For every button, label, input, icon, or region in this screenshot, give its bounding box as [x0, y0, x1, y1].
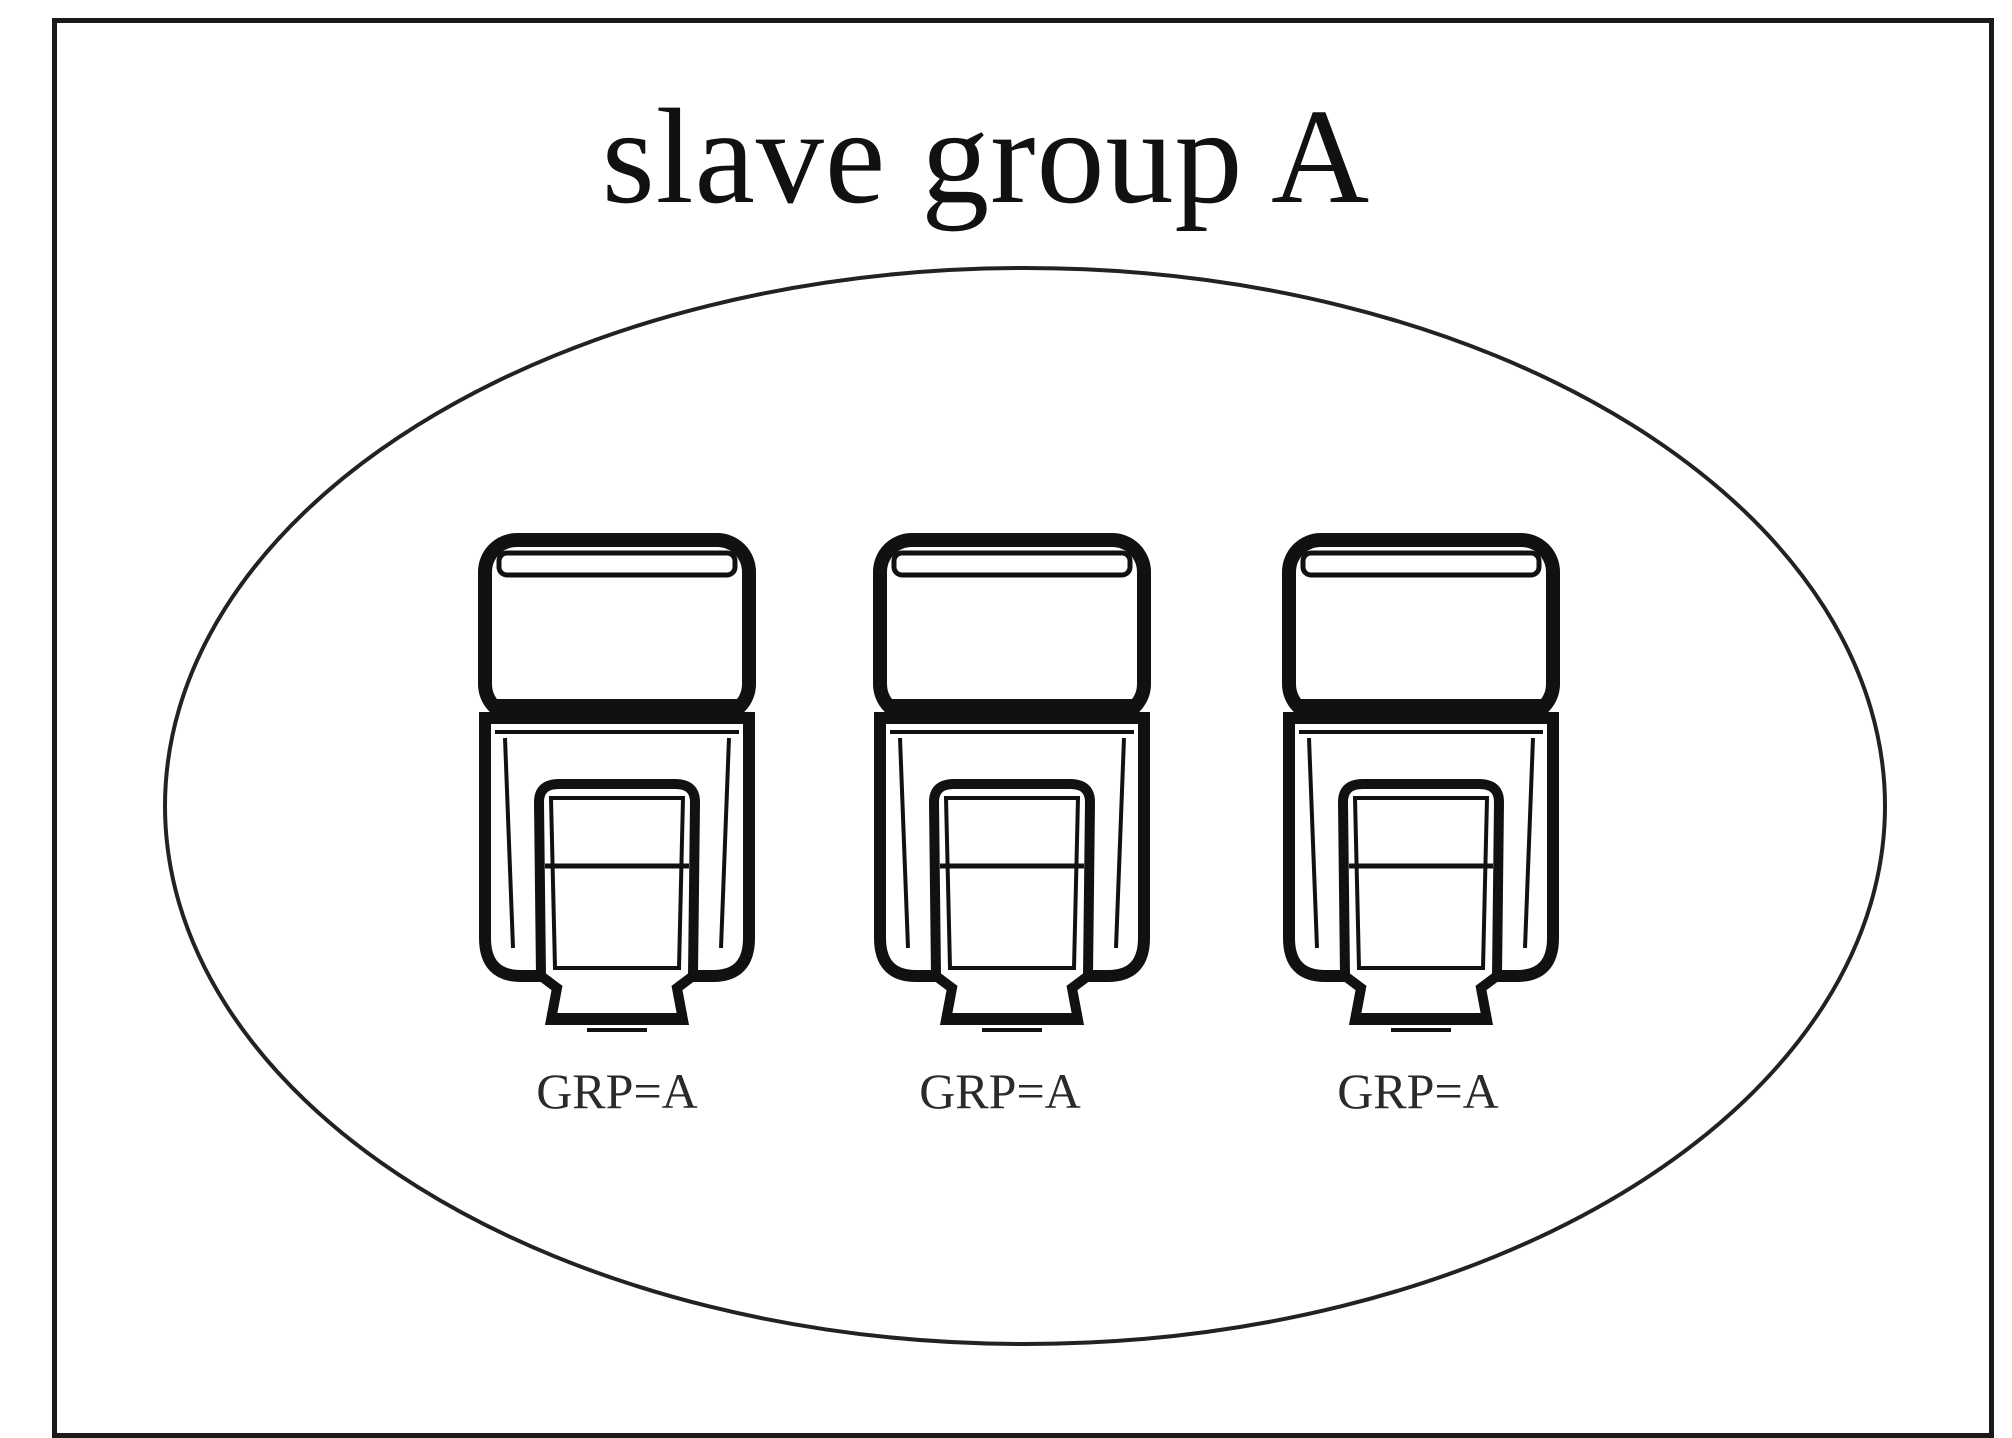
flash-unit-3: [1289, 540, 1553, 1030]
speedlite-flash-icon: [1289, 540, 1553, 1030]
speedlite-flash-icon: [880, 540, 1144, 1030]
flash-label-3: GRP=A: [1337, 1063, 1499, 1119]
group-ellipse: [163, 266, 1887, 1346]
flash-label-2: GRP=A: [919, 1063, 1081, 1119]
flash-unit-2: [880, 540, 1144, 1030]
speedlite-flash-icon: [485, 540, 749, 1030]
flash-label-1: GRP=A: [536, 1063, 698, 1119]
diagram-title: slave group A: [601, 82, 1371, 232]
flash-unit-1: [485, 540, 749, 1030]
